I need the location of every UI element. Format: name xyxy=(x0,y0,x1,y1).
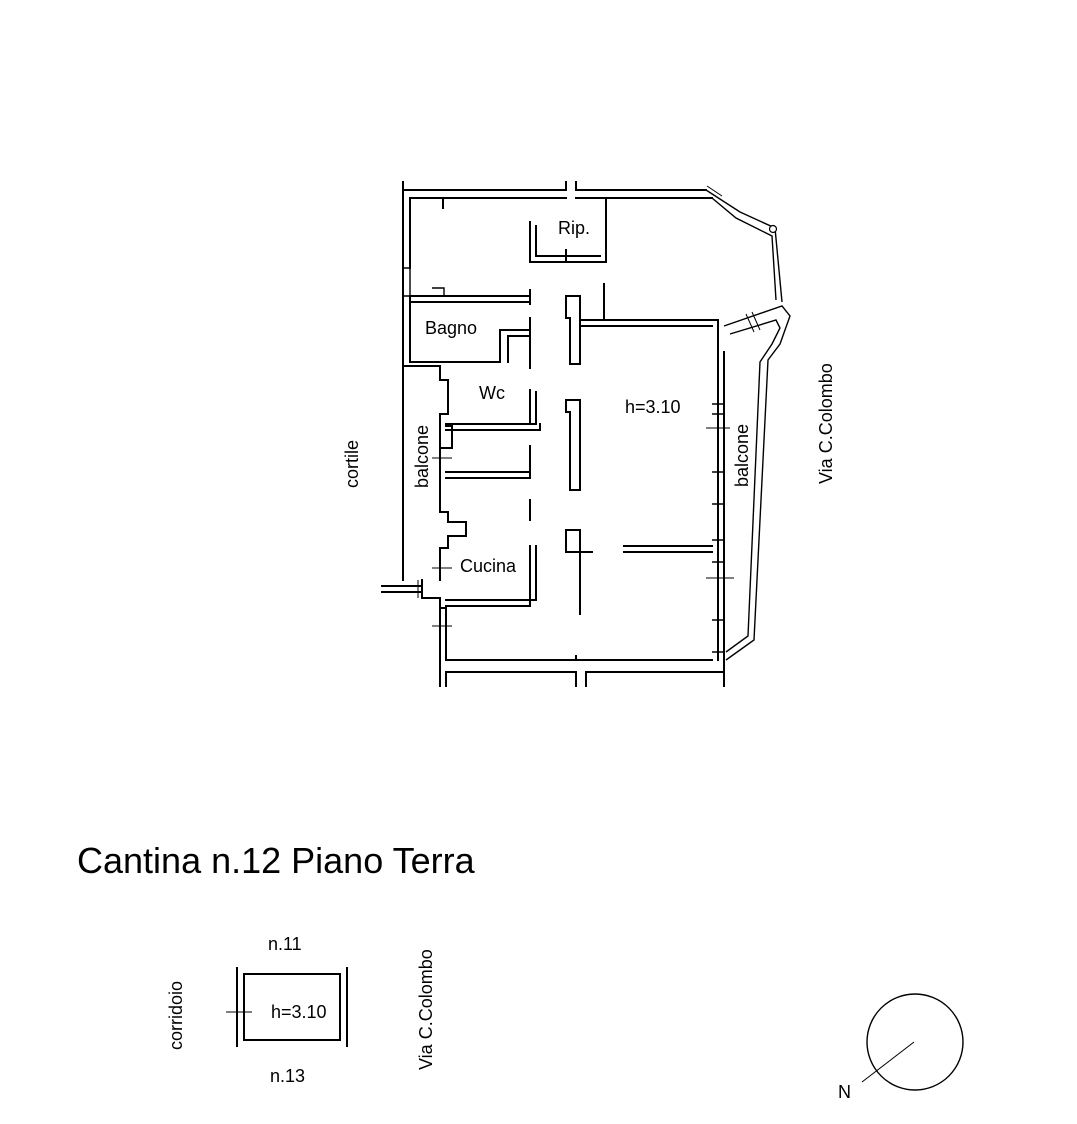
street-label: Via C.Colombo xyxy=(816,363,836,484)
cellar-corridor-label: corridoio xyxy=(166,981,186,1050)
cellar-plan xyxy=(226,967,348,1047)
room-label-bagno: Bagno xyxy=(425,318,477,338)
cellar-height-label: h=3.10 xyxy=(271,1002,327,1022)
compass-north-label: N xyxy=(838,1082,851,1102)
apartment-walls xyxy=(381,181,791,687)
cellar-title: Cantina n.12 Piano Terra xyxy=(77,840,476,881)
room-label-wc: Wc xyxy=(479,383,505,403)
room-label-cucina: Cucina xyxy=(460,556,517,576)
cellar-neighbor-top: n.11 xyxy=(268,934,302,954)
cellar-neighbor-bottom: n.13 xyxy=(270,1066,305,1086)
left-balcony-label: balcone xyxy=(412,425,432,488)
north-compass-icon xyxy=(861,993,964,1091)
right-balcony-label: balcone xyxy=(732,424,752,487)
cellar-street-label: Via C.Colombo xyxy=(416,949,436,1070)
opening-marks xyxy=(417,311,761,634)
room-label-height: h=3.10 xyxy=(625,397,681,417)
room-label-rip: Rip. xyxy=(558,218,590,238)
courtyard-label: cortile xyxy=(342,440,362,488)
